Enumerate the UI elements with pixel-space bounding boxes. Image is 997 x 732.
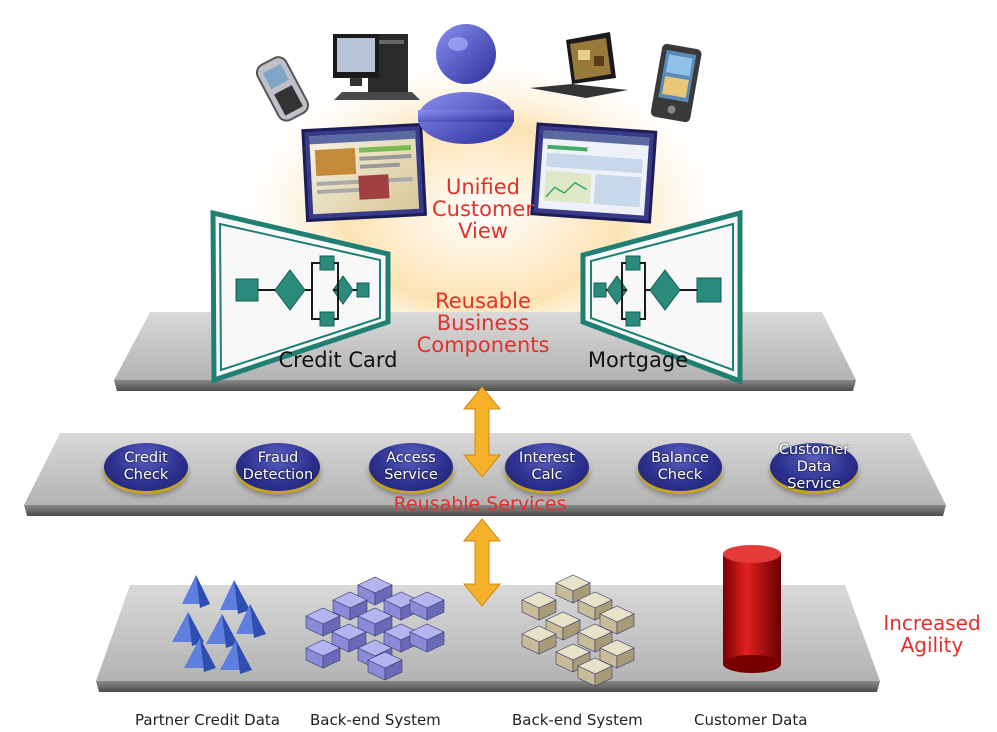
service-interest-calc: Interest Calc: [505, 443, 589, 491]
backend-system-blocks-icon: [521, 574, 635, 687]
source-backend-system-2-label: Back-end System: [512, 711, 643, 729]
platform-data: [96, 585, 880, 692]
service-credit-check: Credit Check: [104, 443, 188, 491]
reusable-services-label: Reusable Services: [393, 493, 567, 515]
browser-screen-right-icon: [530, 122, 658, 224]
service-fraud-detection: Fraud Detection: [236, 443, 320, 491]
pyramids-partner-data-icon: [172, 575, 266, 674]
service-balance-check: Balance Check: [638, 443, 722, 491]
customer-data-database-icon: [723, 545, 781, 673]
mortgage-process-panel: [580, 209, 743, 385]
mobile-phone-left-icon: [255, 56, 309, 122]
pda-device-icon: [650, 43, 702, 123]
service-customer-data-service: Customer Data Service: [770, 442, 858, 492]
unified-customer-view-label: Unified Customer View: [431, 175, 534, 243]
desktop-computer-icon: [333, 34, 420, 100]
arrow-upper-icon: [462, 386, 502, 478]
credit-card-label: Credit Card: [278, 348, 398, 372]
source-backend-system-1-label: Back-end System: [310, 711, 441, 729]
user-person-icon: [418, 24, 514, 144]
increased-agility-label: Increased Agility: [883, 611, 981, 657]
credit-card-process-panel: [210, 209, 391, 384]
reusable-business-components-label: Reusable Business Components: [416, 289, 550, 357]
service-access-service: Access Service: [369, 443, 453, 491]
source-partner-credit-data-label: Partner Credit Data: [135, 711, 280, 729]
arrow-lower-icon: [462, 518, 502, 607]
source-customer-data-label: Customer Data: [694, 711, 808, 729]
mortgage-label: Mortgage: [587, 348, 689, 372]
backend-system-cubes-icon: [305, 576, 445, 681]
laptop-icon: [530, 32, 628, 98]
browser-screen-left-icon: [301, 122, 427, 223]
